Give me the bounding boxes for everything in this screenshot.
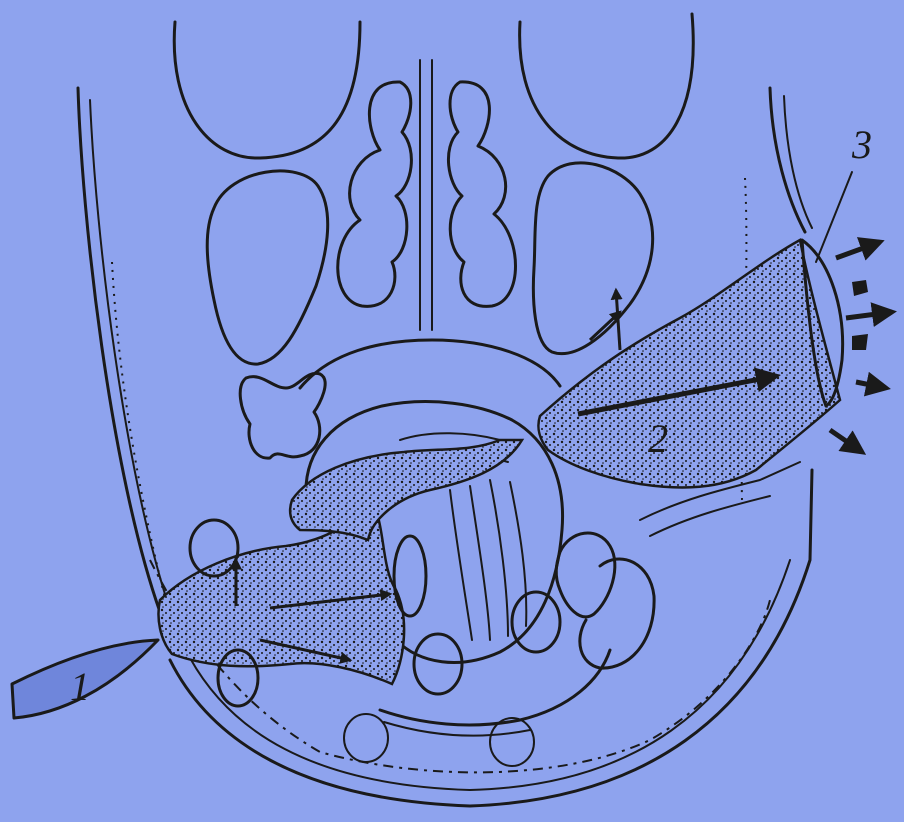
- central-damage-zone: [290, 440, 522, 540]
- label-leader-line: [816, 172, 852, 262]
- maxillary-sinuses: [207, 163, 652, 364]
- mandible-right: [556, 462, 800, 668]
- upper-left-tooth: [240, 373, 325, 458]
- orbits: [174, 14, 693, 158]
- exit-label-group: 3: [816, 122, 872, 262]
- label-bullet: 1: [70, 664, 90, 709]
- nasal-cavity: [338, 60, 516, 330]
- hard-palate: [300, 340, 560, 388]
- label-wound-channel: 2: [648, 416, 668, 461]
- exit-wound-channel: [538, 240, 840, 487]
- label-exit-wound: 3: [851, 122, 872, 167]
- bullet: 1: [12, 640, 158, 718]
- escaping-fragments: [830, 242, 892, 452]
